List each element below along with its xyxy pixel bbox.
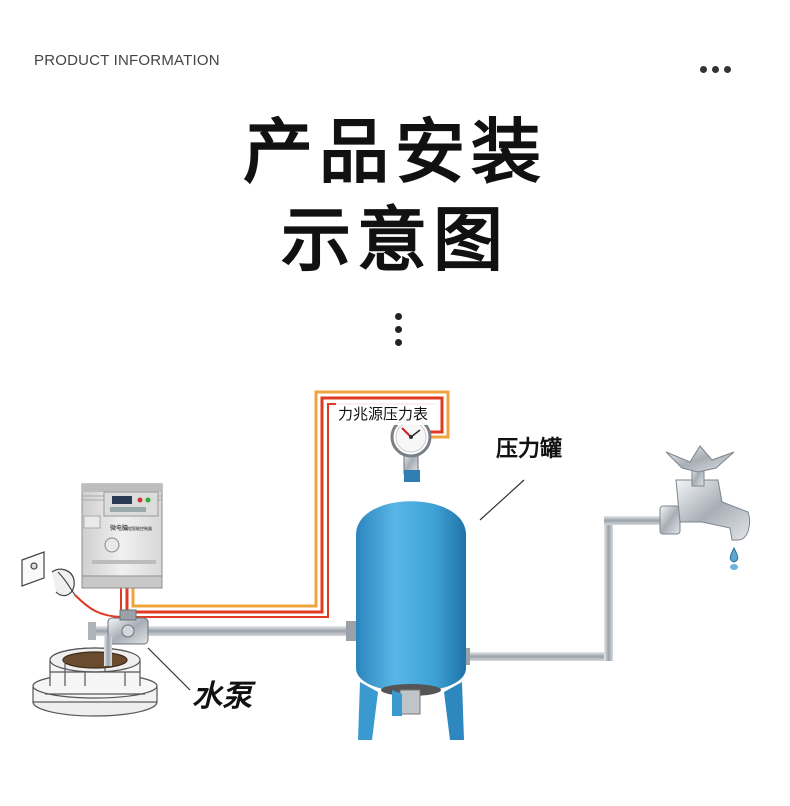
tank-callout-line: [480, 480, 524, 520]
power-outlet: [22, 552, 75, 596]
controller-box: 微电脑 远程智能控制器: [82, 484, 162, 588]
pressure-tank-label: 压力罐: [496, 436, 562, 462]
controller-subtitle: 远程智能控制器: [124, 525, 152, 531]
faucet: [660, 446, 750, 570]
water-pump-label: 水泵: [192, 679, 256, 714]
water-well: [33, 648, 157, 716]
pressure-gauge: [392, 418, 430, 474]
outlet-pipe: [462, 516, 664, 665]
pressure-gauge-label: 力兆源压力表: [338, 405, 428, 423]
pressure-tank: [356, 470, 466, 740]
